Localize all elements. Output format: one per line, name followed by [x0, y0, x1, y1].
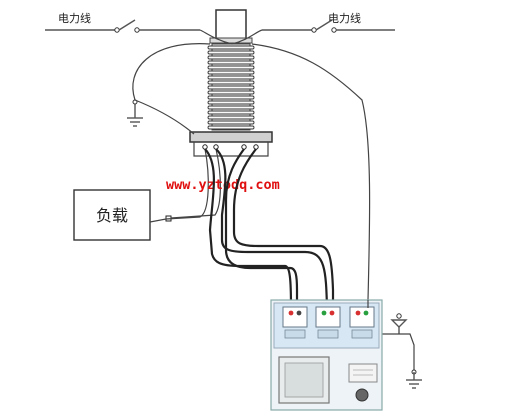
ct-secondary-terminals: [202, 144, 259, 150]
terminal-block-icon: [282, 306, 308, 339]
ct-insulator-ring: [207, 65, 255, 70]
ct-top-cap: [215, 9, 247, 41]
test-lead-2: [232, 148, 335, 308]
power-line-right: [262, 19, 395, 33]
switch-icon: [315, 19, 333, 31]
rotary-knob-icon: [355, 388, 369, 402]
power-line-left-label: 电力线: [58, 11, 91, 25]
ct-insulator-ring: [207, 95, 255, 100]
printer-icon: [348, 363, 378, 383]
ct-insulator-ring: [207, 55, 255, 60]
primary-lead-left: [132, 43, 211, 101]
ct-insulator-ring: [207, 60, 255, 65]
power-line-right-label: 电力线: [328, 11, 361, 25]
load-label: 负载: [96, 206, 128, 225]
ground-icon: [381, 313, 422, 389]
website-watermark: www.yztodq.com: [166, 177, 280, 193]
power-line-left: [45, 19, 200, 33]
ct-base-flange: [189, 131, 273, 143]
tester-unit: [270, 299, 383, 411]
ct-insulator-ring: [207, 90, 255, 95]
ct-insulator-ring: [207, 70, 255, 75]
ct-insulator-ring: [207, 45, 255, 50]
ct-insulator-ring: [207, 80, 255, 85]
test-lead-1: [224, 148, 299, 308]
terminal-block-icon: [349, 306, 375, 339]
ct-insulator-ring: [207, 110, 255, 115]
ct-coil-icon: [207, 43, 255, 131]
ct-insulator-ring: [207, 75, 255, 80]
ct-insulator-ring: [207, 100, 255, 105]
test-lead-4: [215, 148, 329, 309]
ct-insulator-ring: [207, 85, 255, 90]
ct-insulator-ring: [207, 115, 255, 120]
primary-lead-right: [251, 43, 371, 301]
switch-icon: [118, 19, 136, 31]
terminal-block-icon: [315, 306, 341, 339]
test-lead-3: [204, 148, 293, 309]
ground-icon: [127, 99, 143, 127]
ct-insulator-ring: [207, 105, 255, 110]
ct-insulator-ring: [207, 50, 255, 55]
ct-insulator-ring: [207, 125, 255, 130]
ct-insulator-ring: [207, 120, 255, 125]
load-box: [73, 189, 151, 241]
